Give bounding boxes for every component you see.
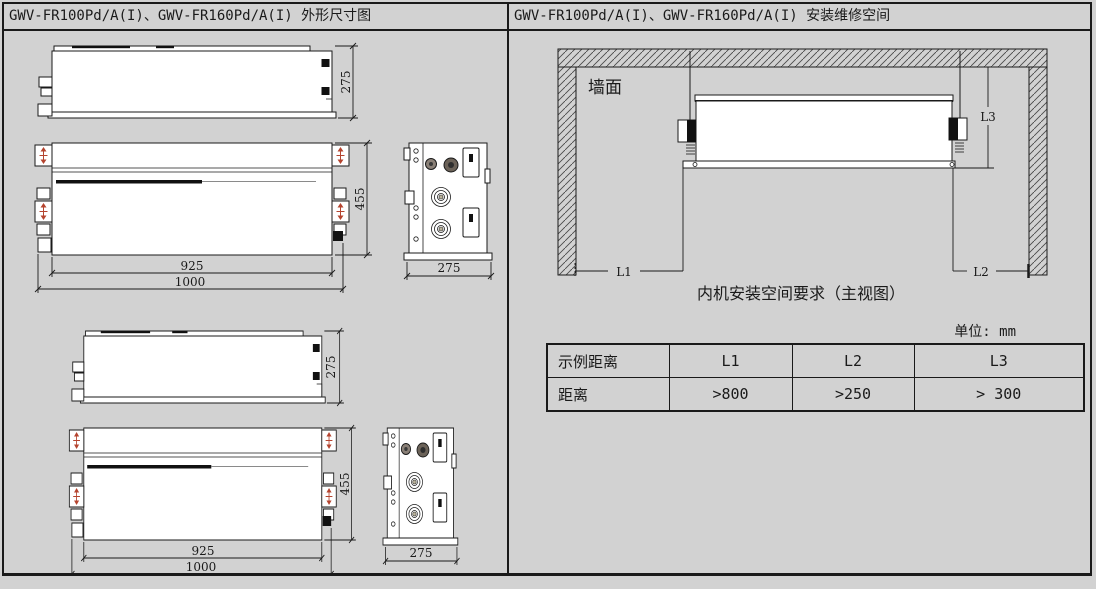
unit2-front-height-label: 455 <box>338 473 352 496</box>
panel-install-space: GWV-FR100Pd/A(I)、GWV-FR160Pd/A(I) 安装维修空间… <box>509 4 1090 573</box>
dim-l1: L1 <box>574 168 684 279</box>
header-example-distance: 示例距离 <box>546 343 670 378</box>
right-panel-body: 墙面 <box>509 31 1090 573</box>
unit1-total-length-label: 1000 <box>175 275 206 289</box>
header-l2: L2 <box>791 343 915 378</box>
l1-label: L1 <box>616 265 632 279</box>
unit1-front-height-label: 455 <box>353 188 367 211</box>
dim-l2: L2 <box>952 168 1030 279</box>
right-panel-title: GWV-FR100Pd/A(I)、GWV-FR160Pd/A(I) 安装维修空间 <box>509 4 1090 31</box>
unit2-hanger-pitch-label: 925 <box>192 544 215 558</box>
unit1-side-width-label: 275 <box>438 261 461 275</box>
document-frame: GWV-FR100Pd/A(I)、GWV-FR160Pd/A(I) 外形尺寸图 <box>2 2 1092 576</box>
left-panel-title: GWV-FR100Pd/A(I)、GWV-FR160Pd/A(I) 外形尺寸图 <box>4 4 507 31</box>
header-l3: L3 <box>913 343 1085 378</box>
indoor-unit-drawing <box>677 94 968 169</box>
value-l2: >250 <box>791 377 915 412</box>
diagram-caption: 内机安装空间要求（主视图） <box>697 284 905 303</box>
table-header-row: 示例距离 L1 L2 L3 <box>546 343 1085 378</box>
dim-l3: L3 <box>955 67 996 169</box>
dimension-drawings-svg: 275 455 925 1000 275 275 455 925 1000 27… <box>4 31 507 573</box>
l3-label: L3 <box>980 110 996 124</box>
header-l1: L1 <box>668 343 793 378</box>
unit2-side-width-label: 275 <box>410 546 433 560</box>
wall-surface-label: 墙面 <box>588 78 622 98</box>
l2-label: L2 <box>973 265 989 279</box>
panel-dimensions: GWV-FR100Pd/A(I)、GWV-FR160Pd/A(I) 外形尺寸图 <box>4 4 509 573</box>
unit1-top-depth-label: 275 <box>339 71 353 94</box>
clearance-table: 示例距离 L1 L2 L3 距离 >800 >250 > 300 <box>546 343 1085 412</box>
unit1-hanger-pitch-label: 925 <box>181 259 204 273</box>
install-space-diagram-svg: 墙面 <box>557 48 1048 303</box>
table-data-row: 距离 >800 >250 > 300 <box>546 377 1085 412</box>
wall-ceiling-structure <box>557 48 1048 276</box>
value-l1: >800 <box>668 377 793 412</box>
unit2-total-length-label: 1000 <box>186 560 217 573</box>
value-l3: > 300 <box>913 377 1085 412</box>
unit2-top-depth-label: 275 <box>324 356 338 379</box>
unit-note: 单位: mm <box>954 324 1016 340</box>
unit2-drawing-cluster <box>69 328 459 573</box>
row-label-distance: 距离 <box>546 377 670 412</box>
left-panel-body: 275 455 925 1000 275 275 455 925 1000 27… <box>4 31 507 573</box>
unit1-drawing-cluster <box>35 43 494 293</box>
